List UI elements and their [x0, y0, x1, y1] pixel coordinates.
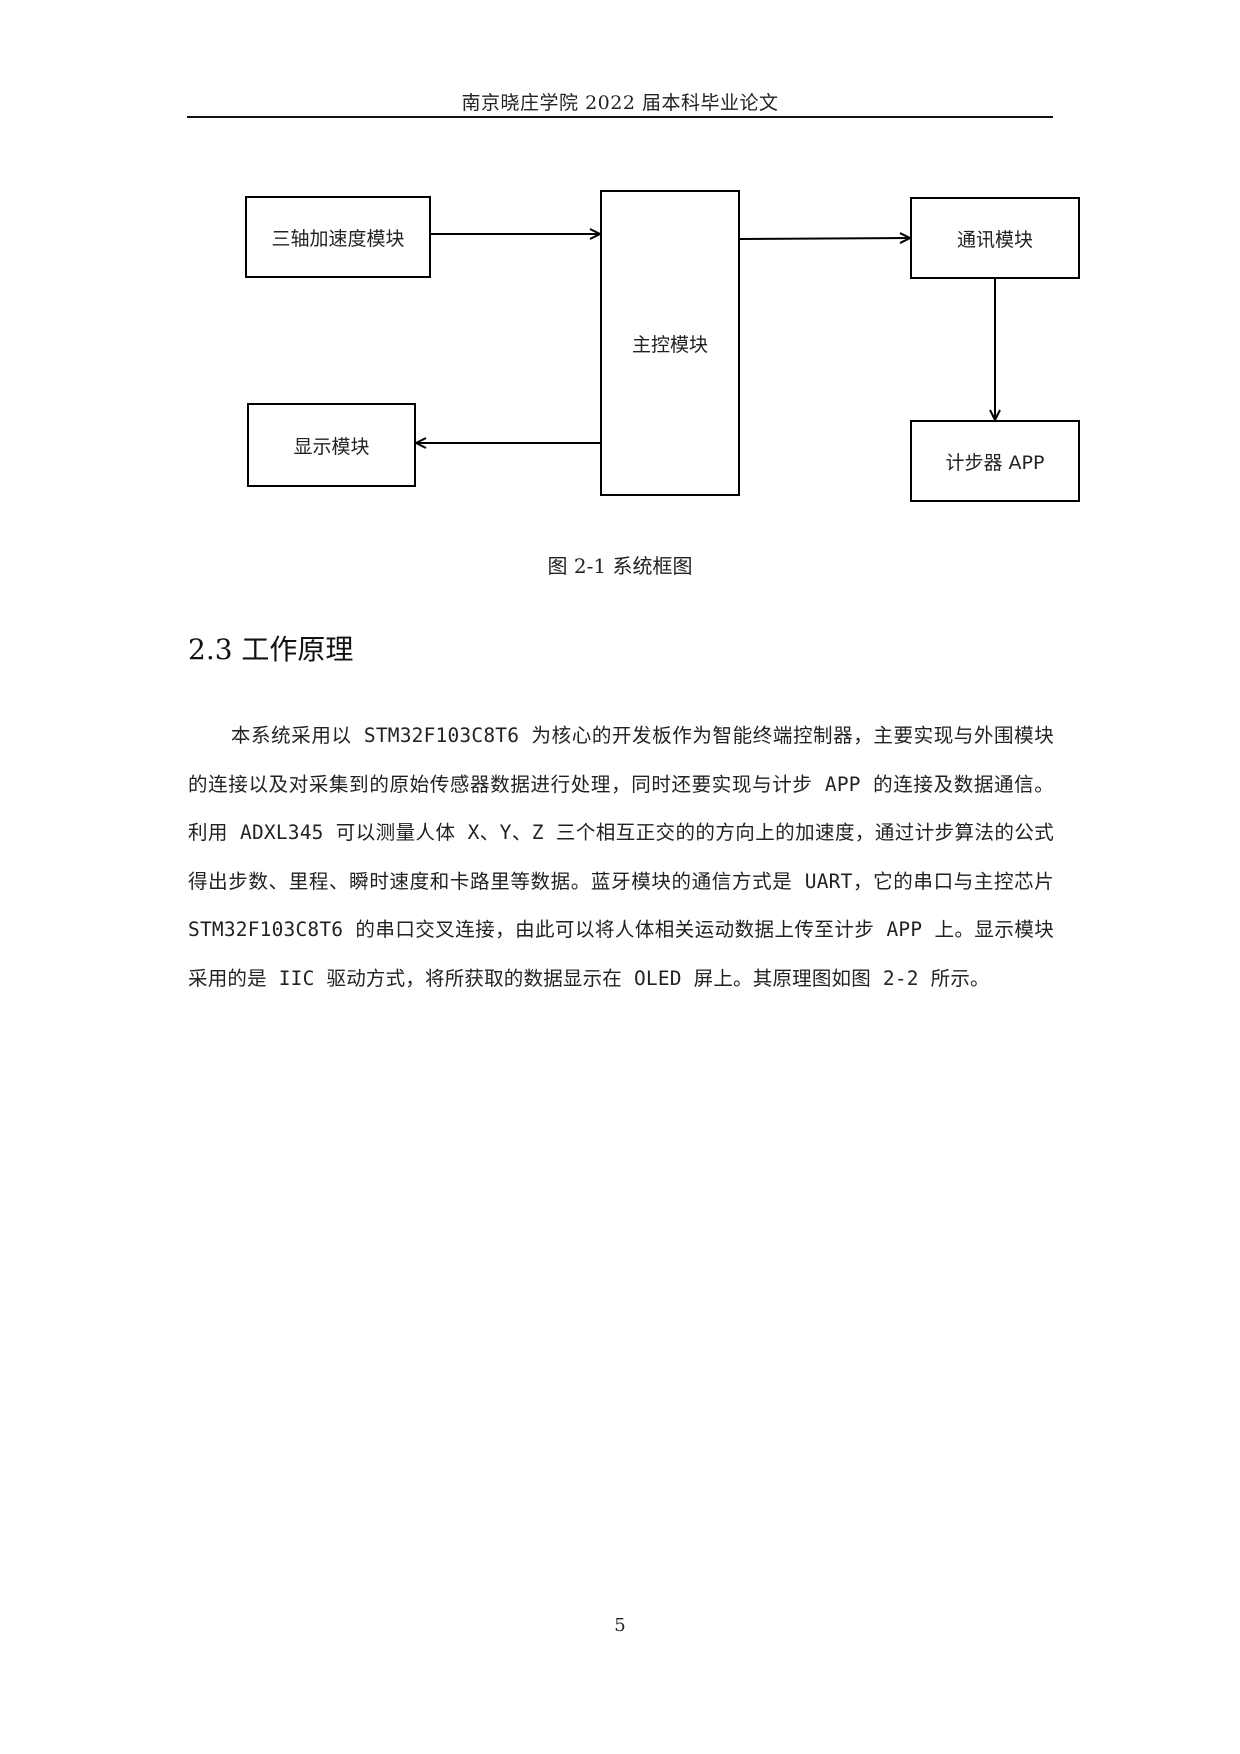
page-number: 5	[614, 1615, 626, 1636]
block-main-control-label: 主控模块	[631, 333, 708, 356]
section-heading: 2.3 工作原理	[188, 633, 354, 666]
block-pedometer-app: 计步器 APP	[910, 420, 1080, 502]
arrow-main-to-comm	[738, 238, 910, 239]
figure-caption: 图 2-1 系统框图	[547, 554, 693, 578]
header-rule	[187, 116, 1053, 118]
block-accelerometer: 三轴加速度模块	[245, 196, 431, 278]
block-communication-label: 通讯模块	[956, 228, 1033, 251]
body-paragraph: 本系统采用以 STM32F103C8T6 为核心的开发板作为智能终端控制器，主要…	[188, 724, 1054, 990]
block-communication: 通讯模块	[910, 197, 1080, 279]
block-display: 显示模块	[247, 403, 416, 487]
block-display-label: 显示模块	[293, 435, 370, 458]
block-accelerometer-label: 三轴加速度模块	[271, 227, 405, 250]
block-main-control: 主控模块	[600, 190, 740, 496]
running-header: 南京晓庄学院 2022 届本科毕业论文	[461, 92, 779, 114]
block-pedometer-app-label: 计步器 APP	[945, 451, 1045, 474]
